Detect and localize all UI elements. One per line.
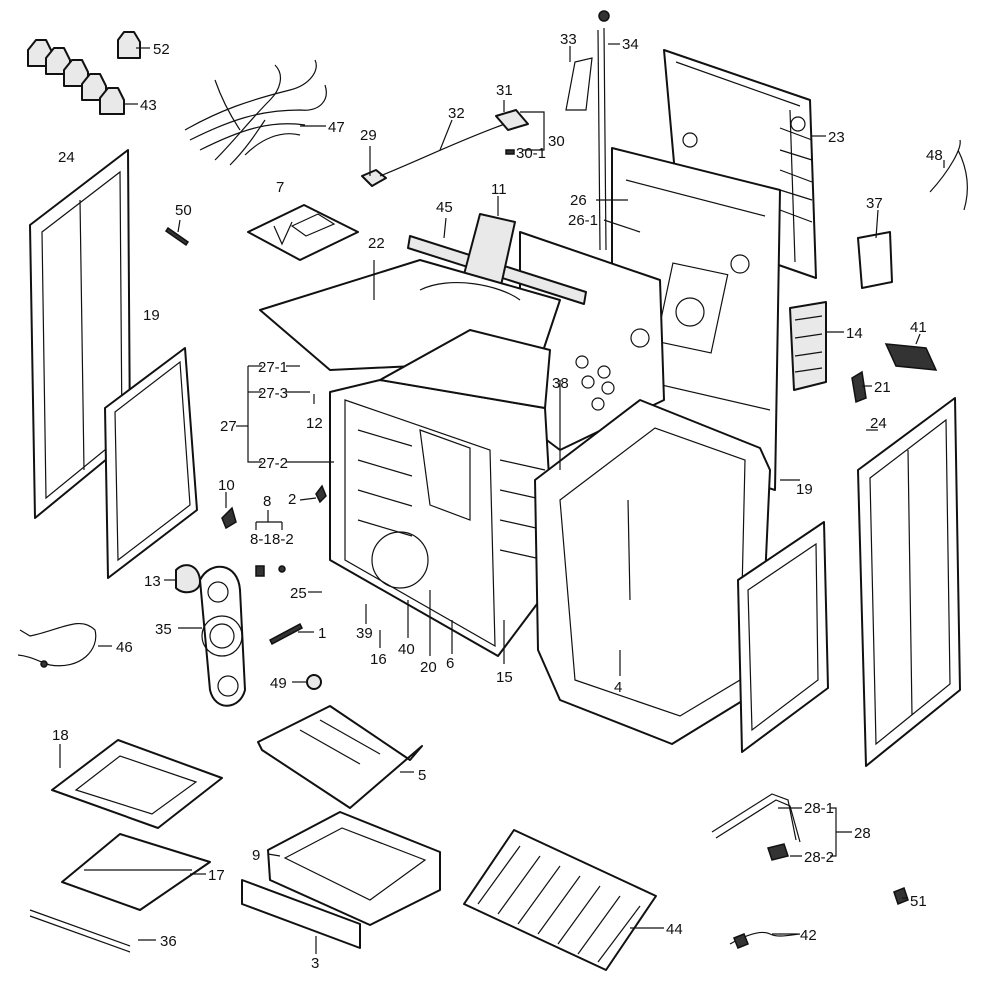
label-14: 14	[846, 325, 863, 342]
tube-and-rod	[565, 10, 610, 251]
part-1	[269, 622, 303, 646]
label-42: 42	[800, 927, 817, 944]
handle-bracket	[711, 793, 801, 861]
label-26-1: 26-1	[568, 212, 598, 229]
bottom-plate	[257, 705, 423, 809]
side-holes	[575, 328, 650, 411]
rod-36	[29, 909, 131, 953]
label-52: 52	[153, 41, 170, 58]
label-33: 33	[560, 31, 577, 48]
label-51: 51	[910, 893, 927, 910]
label-1: 1	[318, 625, 326, 642]
label-39: 39	[356, 625, 373, 642]
small-parts-left	[221, 484, 327, 577]
label-24-left: 24	[58, 149, 75, 166]
terminal-block	[884, 343, 938, 371]
label-48: 48	[926, 147, 943, 164]
oven-rack	[463, 829, 657, 971]
lamp	[175, 564, 201, 594]
label-21: 21	[874, 379, 891, 396]
label-43: 43	[140, 97, 157, 114]
label-20: 20	[420, 659, 437, 676]
label-32: 32	[448, 105, 465, 122]
label-35: 35	[155, 621, 172, 638]
label-27: 27	[220, 418, 237, 435]
label-28-1: 28-1	[804, 800, 834, 817]
heating-bracket	[789, 301, 827, 391]
label-28-2: 28-2	[804, 849, 834, 866]
insulation-wrap	[534, 399, 771, 745]
label-30: 30	[548, 133, 565, 150]
label-41: 41	[910, 319, 927, 336]
label-34: 34	[622, 36, 639, 53]
tray	[61, 833, 211, 911]
label-24-right: 24	[870, 415, 887, 432]
label-44: 44	[666, 921, 683, 938]
label-47: 47	[328, 119, 345, 136]
sensor-assembly	[361, 109, 529, 187]
label-23: 23	[828, 129, 845, 146]
oven-cavity	[329, 329, 556, 657]
clip-21	[851, 370, 867, 404]
label-40: 40	[398, 641, 415, 658]
label-19-right: 19	[796, 481, 813, 498]
drip-pan	[51, 739, 223, 829]
label-5: 5	[418, 767, 426, 784]
label-19-left: 19	[143, 307, 160, 324]
top-cover	[247, 204, 359, 261]
label-17: 17	[208, 867, 225, 884]
power-cord-42	[729, 931, 801, 949]
label-6: 6	[446, 655, 454, 672]
panel-37	[857, 231, 893, 289]
label-37: 37	[866, 195, 883, 212]
label-16: 16	[370, 651, 387, 668]
inner-door-left	[104, 347, 198, 579]
clip-part	[164, 226, 190, 247]
label-15: 15	[496, 669, 513, 686]
wire-harness	[184, 59, 327, 166]
label-2: 2	[288, 491, 296, 508]
label-29: 29	[360, 127, 377, 144]
leader-lines	[59, 43, 945, 954]
inner-door-right	[737, 521, 829, 753]
label-10: 10	[218, 477, 235, 494]
label-49: 49	[270, 675, 287, 692]
label-30-1: 30-1	[516, 145, 546, 162]
part-51	[893, 887, 909, 905]
label-46: 46	[116, 639, 133, 656]
label-27-3: 27-3	[258, 385, 288, 402]
part-labels: 52 43 47 24 19 7 50 29 32 31 30 30-1 33 …	[52, 31, 943, 972]
label-50: 50	[175, 202, 192, 219]
label-4: 4	[614, 679, 622, 696]
label-28: 28	[854, 825, 871, 842]
label-3: 3	[311, 955, 319, 972]
label-22: 22	[368, 235, 385, 252]
label-8-1: 8-1	[250, 531, 272, 548]
drawer	[241, 811, 441, 949]
label-36: 36	[160, 933, 177, 950]
knob-49	[306, 674, 322, 690]
label-25: 25	[290, 585, 307, 602]
wire-48	[929, 139, 968, 211]
knob-set	[27, 31, 141, 115]
label-13: 13	[144, 573, 161, 590]
label-31: 31	[496, 82, 513, 99]
label-18: 18	[52, 727, 69, 744]
fan-housing	[199, 565, 246, 707]
label-45: 45	[436, 199, 453, 216]
label-12: 12	[306, 415, 323, 432]
label-27-2: 27-2	[258, 455, 288, 472]
label-9: 9	[252, 847, 260, 864]
label-26: 26	[570, 192, 587, 209]
label-7: 7	[276, 179, 284, 196]
label-11: 11	[491, 181, 507, 198]
door-glass-right	[857, 397, 961, 767]
label-27-1: 27-1	[258, 359, 288, 376]
power-cord-46	[17, 622, 97, 668]
label-38: 38	[552, 375, 569, 392]
label-8: 8	[263, 493, 271, 510]
label-8-2: 8-2	[272, 531, 294, 548]
